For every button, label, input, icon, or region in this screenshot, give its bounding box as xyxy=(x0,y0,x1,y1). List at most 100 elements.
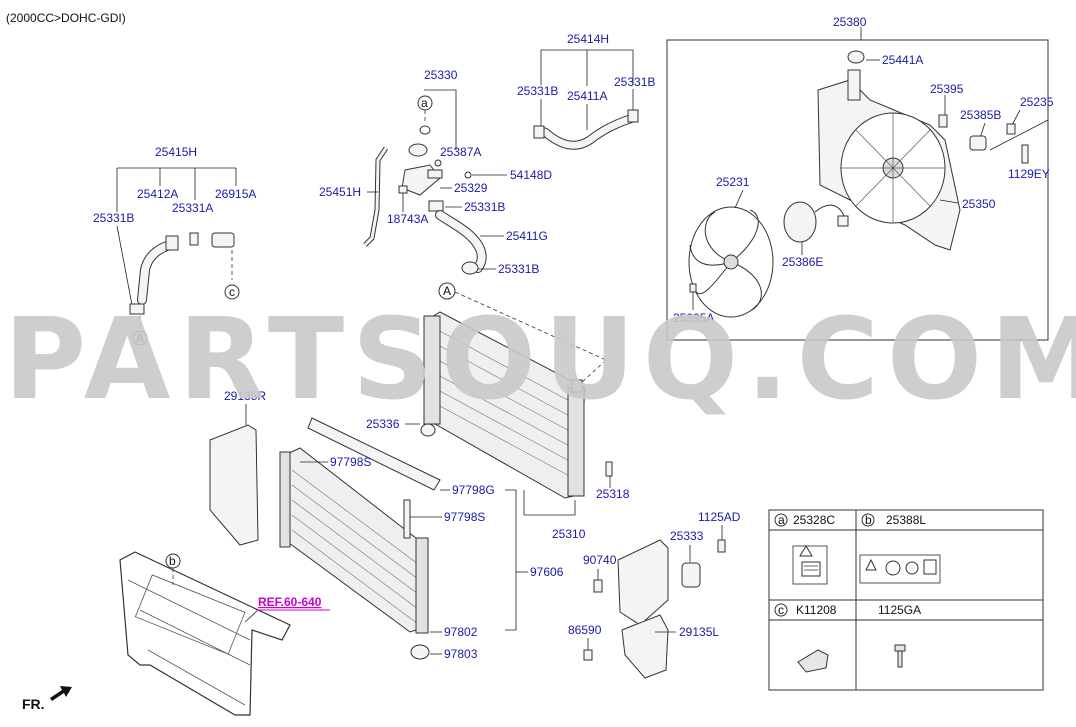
part-label-97798G[interactable]: 97798G xyxy=(452,483,495,497)
watermark: PARTSOUQ.COM xyxy=(4,295,1076,425)
clip-icon xyxy=(398,185,408,194)
hose-clamp-icon xyxy=(428,200,444,212)
part-label-97798S-upper[interactable]: 97798S xyxy=(330,455,371,469)
callout-c[interactable] xyxy=(224,284,240,300)
front-arrow-icon xyxy=(50,686,72,701)
part-label-25331B-upper-right[interactable]: 25331B xyxy=(614,75,655,89)
part-label-25385B[interactable]: 25385B xyxy=(960,108,1001,122)
part-label-25336[interactable]: 25336 xyxy=(366,417,400,431)
callout-c-letter: c xyxy=(229,285,235,299)
part-label-25414H[interactable]: 25414H xyxy=(567,32,609,46)
part-label-90740[interactable]: 90740 xyxy=(583,553,617,567)
part-label-25386E[interactable]: 25386E xyxy=(782,255,823,269)
clip-icon xyxy=(593,579,603,593)
part-label-25412A[interactable]: 25412A xyxy=(137,187,178,201)
fan-shroud xyxy=(817,69,961,251)
part-label-25395A[interactable]: 25395A xyxy=(673,311,714,325)
bolt-icon xyxy=(464,171,472,179)
callout-a-letter: a xyxy=(421,96,428,110)
fan-motor xyxy=(783,201,849,243)
part-label-25380[interactable]: 25380 xyxy=(833,15,867,29)
seal-icon xyxy=(403,499,411,539)
part-label-29135R[interactable]: 29135R xyxy=(224,389,266,403)
mount-bracket xyxy=(681,562,701,588)
legend-callout-b xyxy=(861,513,875,527)
clip-k11208-icon xyxy=(797,649,829,673)
legend-callout-a xyxy=(774,513,788,527)
part-label-25330[interactable]: 25330 xyxy=(424,68,458,82)
legend-code-b: 25388L xyxy=(886,513,926,527)
cap-icon xyxy=(847,50,865,64)
part-label-1125AD[interactable]: 1125AD xyxy=(698,510,741,524)
legend-letter-b: b xyxy=(865,513,872,527)
callout-b-letter: b xyxy=(169,554,176,568)
reference-link[interactable]: REF.60-640 xyxy=(258,595,322,609)
air-guard-left-lower xyxy=(621,614,669,679)
part-label-25231[interactable]: 25231 xyxy=(716,175,750,189)
part-label-25331B-upper-left[interactable]: 25331B xyxy=(517,84,558,98)
part-label-25411G[interactable]: 25411G xyxy=(506,229,548,243)
part-label-25387A[interactable]: 25387A xyxy=(440,145,481,159)
drain-plug-icon xyxy=(420,423,436,437)
part-label-29135L[interactable]: 29135L xyxy=(679,625,719,639)
part-label-1129EY[interactable]: 1129EY xyxy=(1008,167,1050,181)
fan-assembly-frame xyxy=(666,39,1049,341)
part-label-97606[interactable]: 97606 xyxy=(530,565,564,579)
part-label-25415H[interactable]: 25415H xyxy=(155,145,197,159)
part-label-25310[interactable]: 25310 xyxy=(552,527,586,541)
front-end-carrier xyxy=(119,551,291,716)
radiator xyxy=(423,311,586,499)
callout-A-radiator[interactable] xyxy=(438,282,456,300)
resistor-icon xyxy=(969,135,987,151)
hose-clamp-icon xyxy=(129,303,145,315)
part-label-97803[interactable]: 97803 xyxy=(444,647,478,661)
legend-callout-c xyxy=(774,603,788,617)
o-ring-icon xyxy=(419,125,431,135)
bolt-icon xyxy=(1021,144,1029,164)
part-label-25318[interactable]: 25318 xyxy=(596,487,630,501)
part-label-25331B-lower[interactable]: 25331B xyxy=(498,262,539,276)
part-label-25235[interactable]: 25235 xyxy=(1020,95,1054,109)
part-label-25331A[interactable]: 25331A xyxy=(172,201,213,215)
part-label-25395[interactable]: 25395 xyxy=(930,82,964,96)
screw-icon xyxy=(583,649,593,661)
legend-code-a: 25328C xyxy=(793,513,835,527)
part-label-25331B-left[interactable]: 25331B xyxy=(93,211,134,225)
part-label-26915A[interactable]: 26915A xyxy=(215,187,256,201)
bolt-icon xyxy=(938,114,948,128)
part-label-18743A[interactable]: 18743A xyxy=(387,212,428,226)
part-label-25329[interactable]: 25329 xyxy=(454,181,488,195)
hose-clamp-icon xyxy=(627,109,639,123)
callout-A-letter: A xyxy=(443,284,451,298)
air-guard-left-upper xyxy=(617,539,669,626)
part-label-97802[interactable]: 97802 xyxy=(444,625,478,639)
part-label-54148D[interactable]: 54148D xyxy=(510,168,552,182)
legend-letter-a: a xyxy=(778,513,785,527)
bolt-1125ga-icon xyxy=(894,644,906,668)
warning-label-icon xyxy=(792,545,828,585)
bolt-icon xyxy=(717,539,726,553)
part-label-25451H[interactable]: 25451H xyxy=(319,185,361,199)
screw-icon xyxy=(689,283,697,293)
part-label-25331B-mid[interactable]: 25331B xyxy=(464,200,505,214)
callout-A-left[interactable] xyxy=(132,330,148,346)
legend-code-d: 1125GA xyxy=(878,603,921,617)
mount-insulator-icon xyxy=(410,644,430,660)
part-label-25333[interactable]: 25333 xyxy=(670,529,704,543)
hose-clamp-icon xyxy=(461,261,479,275)
part-label-25350[interactable]: 25350 xyxy=(962,197,996,211)
part-label-25441A[interactable]: 25441A xyxy=(882,53,923,67)
legend-code-c: K11208 xyxy=(796,603,837,617)
nut-icon xyxy=(434,159,442,167)
part-label-25411A[interactable]: 25411A xyxy=(567,89,607,103)
part-label-86590[interactable]: 86590 xyxy=(568,623,602,637)
callout-A-letter: A xyxy=(136,331,144,345)
connector-fitting xyxy=(211,232,235,248)
filler-neck xyxy=(401,143,443,196)
part-label-97798S-lower[interactable]: 97798S xyxy=(444,510,485,524)
hose-clamp-icon xyxy=(189,232,199,246)
clip-icon xyxy=(1006,123,1016,135)
air-guard-right xyxy=(209,424,259,546)
legend-letter-c: c xyxy=(778,603,784,617)
